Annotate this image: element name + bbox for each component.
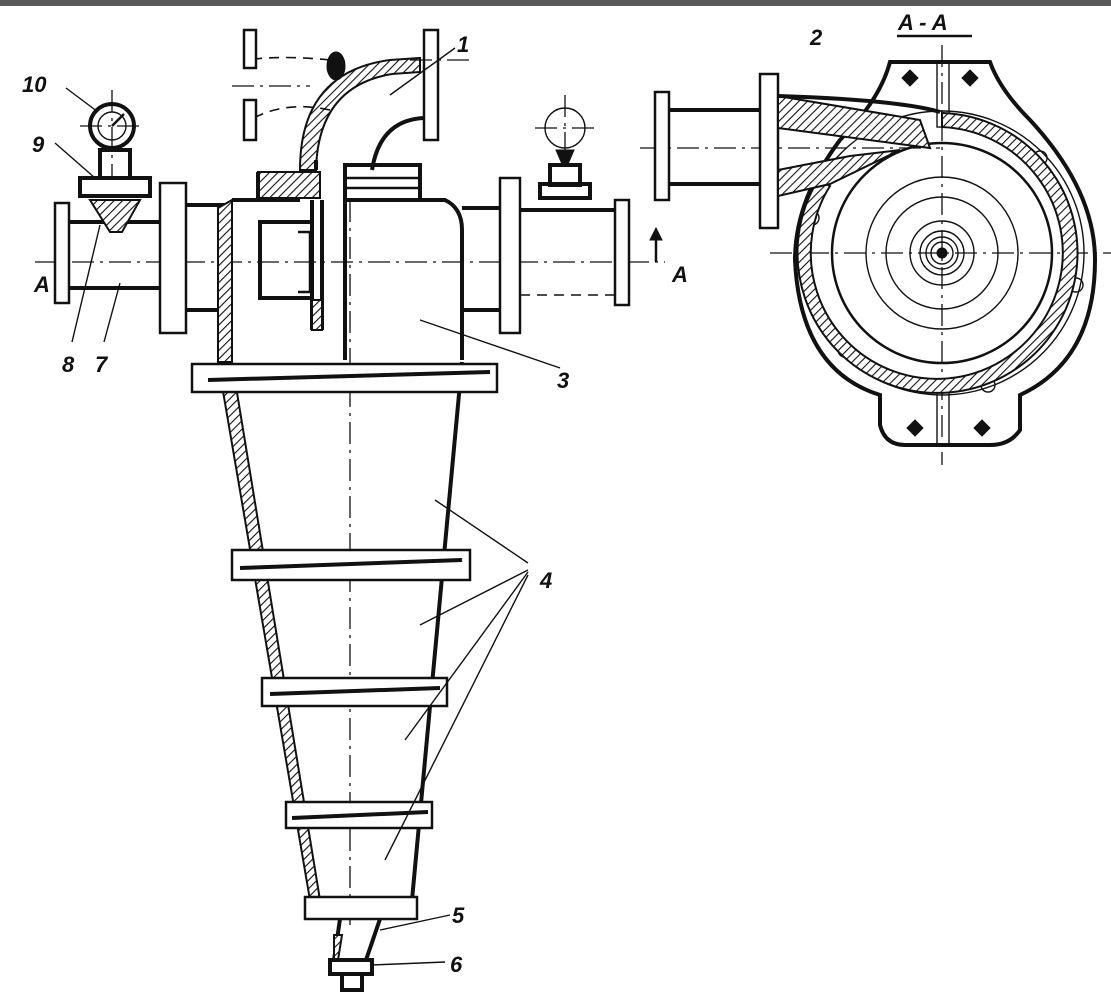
callout-labels: 1 2 3 4 5 6 7 8 9 10 A A A - A <box>22 10 948 977</box>
discharge-flange-right <box>613 198 631 307</box>
top-border-bar <box>0 0 1111 6</box>
section-title: A - A <box>897 10 948 35</box>
callout-8: 8 <box>62 352 75 377</box>
section-arrow-right-head <box>649 226 663 241</box>
inlet-liner-bottom <box>777 149 901 198</box>
inlet-pipe <box>53 90 232 335</box>
valve-stem-housing <box>98 148 132 180</box>
callout-2: 2 <box>809 25 823 50</box>
callout-10: 10 <box>22 72 47 97</box>
inlet-liner-top <box>777 94 932 150</box>
callout-5: 5 <box>452 903 465 928</box>
inlet-flange-left <box>53 201 71 305</box>
cone-flange-5 <box>303 895 419 921</box>
section-housing-outline <box>792 60 1098 447</box>
elbow-wall-outer <box>298 56 421 171</box>
callout-1: 1 <box>457 32 469 57</box>
top-cover <box>257 171 321 199</box>
valve-seat <box>88 199 142 233</box>
tangential-inlet-flange-2 <box>758 72 780 230</box>
outlet-ring <box>328 958 374 976</box>
section-mark-right: A <box>671 262 688 287</box>
inlet-chamber <box>258 220 314 300</box>
overflow-neck <box>343 163 422 202</box>
cylinder-shell-right <box>345 198 464 360</box>
elevation-view <box>35 28 665 992</box>
lug-bolt <box>901 69 919 87</box>
overflow-discharge <box>462 95 631 335</box>
vortex-finder-outer <box>865 176 1019 330</box>
conical-sections <box>190 361 499 992</box>
callout-6: 6 <box>450 952 463 977</box>
section-view-a-a <box>640 34 1111 465</box>
valve-bonnet <box>78 176 152 198</box>
cyclone-bore <box>830 141 1054 365</box>
discharge-flange-left <box>498 176 522 335</box>
callout-9: 9 <box>32 132 45 157</box>
cylinder-head <box>217 163 464 363</box>
elbow-inner-curve <box>370 116 430 171</box>
overflow-elbow <box>232 28 470 171</box>
section-mark-left: A <box>33 272 50 297</box>
tangential-inlet-flange <box>653 90 671 202</box>
tangential-inlet-pipe <box>669 108 760 186</box>
callout-7: 7 <box>95 352 109 377</box>
leader-lines <box>54 47 561 966</box>
inlet-flange-right <box>158 181 188 335</box>
elbow-flange <box>422 28 440 142</box>
callout-4: 4 <box>539 568 552 593</box>
callout-3: 3 <box>557 368 569 393</box>
cylinder-left-wall <box>217 198 233 363</box>
elbow-weld <box>326 51 346 81</box>
